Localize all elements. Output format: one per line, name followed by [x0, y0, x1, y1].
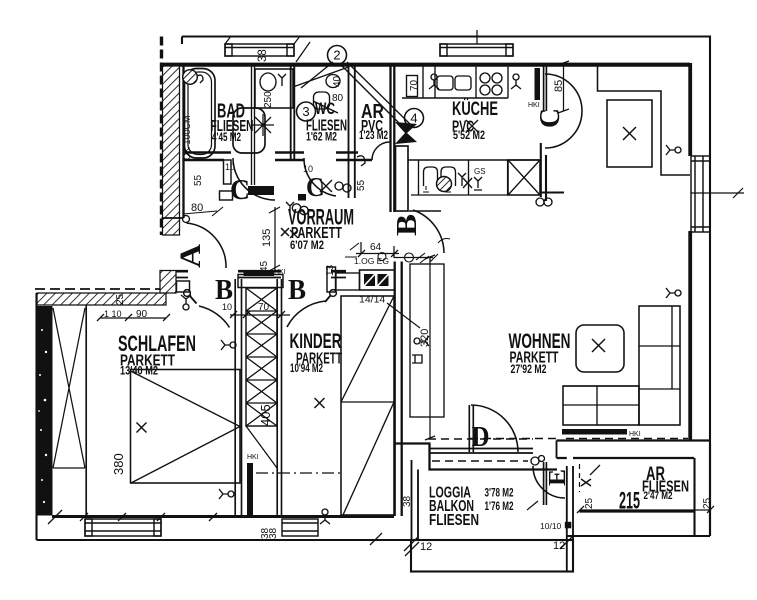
- svg-text:HKI: HKI: [247, 454, 259, 461]
- svg-text:HKI: HKI: [629, 431, 641, 438]
- svg-text:B: B: [215, 274, 233, 306]
- svg-text:FLIESEN: FLIESEN: [429, 512, 479, 529]
- svg-text:5'52 M2: 5'52 M2: [453, 130, 485, 142]
- svg-text:25: 25: [584, 497, 595, 509]
- svg-text:90: 90: [136, 309, 148, 320]
- svg-text:D: D: [472, 421, 490, 453]
- svg-text:14/14: 14/14: [359, 294, 385, 306]
- svg-text:PARKETT: PARKETT: [510, 350, 559, 367]
- svg-text:3'78 M2: 3'78 M2: [485, 488, 514, 500]
- svg-text:C: C: [230, 174, 250, 206]
- svg-text:KINDER: KINDER: [290, 330, 342, 353]
- svg-text:13: 13: [325, 264, 336, 276]
- svg-text:1.OG EG: 1.OG EG: [354, 256, 389, 266]
- svg-text:B: B: [391, 214, 423, 236]
- svg-text:WOHNEN: WOHNEN: [509, 330, 571, 353]
- svg-text:GS: GS: [474, 167, 486, 176]
- svg-text:12: 12: [553, 540, 565, 552]
- svg-text:BAD: BAD: [217, 101, 245, 123]
- svg-text:1'76 M2: 1'76 M2: [485, 501, 514, 513]
- svg-text:13'40 M2: 13'40 M2: [120, 366, 158, 378]
- svg-text:55: 55: [193, 174, 204, 186]
- svg-text:HKI: HKI: [528, 102, 540, 109]
- svg-text:E: E: [545, 469, 571, 486]
- svg-text:FLIESEN: FLIESEN: [306, 118, 347, 135]
- svg-text:64: 64: [370, 242, 382, 253]
- svg-text:2: 2: [333, 48, 340, 63]
- svg-text:PARKETT: PARKETT: [291, 225, 342, 242]
- svg-text:38: 38: [257, 49, 269, 62]
- svg-text:PVC: PVC: [361, 118, 383, 135]
- svg-text:70: 70: [258, 302, 270, 313]
- svg-text:A: A: [174, 244, 207, 268]
- svg-text:10: 10: [303, 164, 313, 174]
- svg-text:38: 38: [268, 527, 279, 539]
- svg-text:4'45 M2: 4'45 M2: [212, 132, 241, 144]
- svg-text:10: 10: [225, 162, 235, 172]
- svg-text:AR: AR: [361, 101, 384, 123]
- svg-text:PARKETT: PARKETT: [120, 353, 175, 370]
- svg-text:10/10: 10/10: [540, 521, 562, 531]
- svg-text:FLIESEN: FLIESEN: [642, 479, 689, 496]
- svg-text:80: 80: [332, 93, 344, 104]
- svg-text:38: 38: [402, 495, 413, 507]
- svg-text:B: B: [288, 274, 306, 306]
- svg-text:C: C: [535, 108, 566, 128]
- svg-text:1'62 M2: 1'62 M2: [306, 132, 337, 144]
- svg-text:FLIESEN: FLIESEN: [211, 118, 254, 135]
- svg-text:PARKETT: PARKETT: [296, 351, 342, 368]
- svg-text:6'07 M2: 6'07 M2: [290, 240, 324, 252]
- svg-text:AR: AR: [646, 464, 665, 485]
- svg-text:38: 38: [260, 527, 271, 539]
- svg-text:OK 100CM: OK 100CM: [182, 115, 192, 160]
- svg-text:3: 3: [302, 104, 309, 119]
- svg-text:25: 25: [702, 497, 713, 509]
- svg-text:25: 25: [115, 293, 126, 305]
- svg-text:1 10: 1 10: [104, 309, 122, 319]
- svg-text:BALKON: BALKON: [429, 498, 474, 515]
- svg-text:10'94 M2: 10'94 M2: [290, 363, 323, 375]
- svg-text:215: 215: [619, 488, 640, 515]
- svg-text:KÜCHE: KÜCHE: [452, 99, 498, 120]
- svg-text:320: 320: [419, 329, 431, 347]
- svg-text:55: 55: [356, 179, 367, 191]
- svg-text:12: 12: [420, 541, 432, 553]
- svg-text:380: 380: [111, 453, 126, 475]
- svg-text:27'92 M2: 27'92 M2: [511, 364, 547, 376]
- svg-text:VORRAUM: VORRAUM: [288, 205, 354, 230]
- svg-text:HKI: HKI: [274, 269, 286, 276]
- svg-text:250: 250: [263, 91, 274, 108]
- svg-text:405: 405: [258, 404, 273, 426]
- svg-text:LOGGIA: LOGGIA: [429, 485, 471, 502]
- svg-text:4: 4: [410, 111, 417, 126]
- svg-text:70: 70: [409, 79, 420, 91]
- svg-text:SCHLAFEN: SCHLAFEN: [118, 331, 196, 356]
- svg-text:C: C: [306, 172, 324, 202]
- svg-text:10: 10: [222, 302, 232, 312]
- svg-text:2'47 M2: 2'47 M2: [644, 490, 673, 502]
- svg-text:80: 80: [191, 202, 203, 214]
- svg-text:135: 135: [261, 229, 273, 247]
- svg-text:45: 45: [259, 260, 270, 272]
- svg-text:40: 40: [332, 75, 343, 87]
- svg-text:1'23 M2: 1'23 M2: [359, 130, 388, 142]
- svg-text:85: 85: [553, 80, 565, 92]
